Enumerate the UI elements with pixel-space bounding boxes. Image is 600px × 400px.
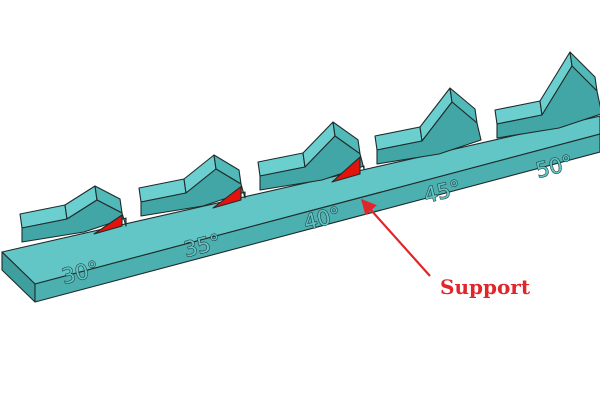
block-front-face <box>140 168 246 217</box>
block-front-face <box>21 199 127 243</box>
test-block <box>19 185 127 243</box>
test-block <box>494 51 600 139</box>
test-block <box>138 154 246 217</box>
block-front-face <box>496 65 600 139</box>
support-wedge <box>93 214 123 235</box>
block-front-face <box>259 135 365 191</box>
base-plate-side <box>34 133 600 303</box>
test-blocks <box>19 51 600 243</box>
test-block <box>257 121 365 191</box>
test-block <box>374 87 482 165</box>
base-plate <box>1 115 600 303</box>
support-wedge <box>331 156 361 183</box>
support-callout-label: Support <box>440 275 531 299</box>
block-front-face <box>376 101 482 165</box>
support-callout-arrow <box>360 198 431 277</box>
support-wedge <box>212 185 242 209</box>
